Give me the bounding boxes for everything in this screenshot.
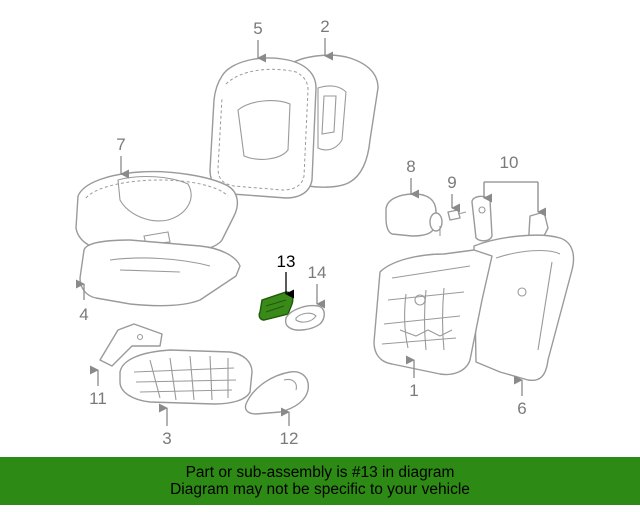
callout-10: 10 (483, 153, 547, 217)
part-5-seatback-cushion (209, 57, 317, 199)
callout-8: 8 (406, 157, 420, 199)
callout-2: 2 (320, 17, 334, 61)
svg-text:8: 8 (406, 157, 415, 176)
svg-text:3: 3 (162, 429, 171, 448)
svg-text:13: 13 (277, 252, 296, 271)
svg-text:12: 12 (280, 429, 299, 448)
callout-3: 3 (158, 403, 172, 448)
seat-parts-diagram: 1 2 3 4 5 6 7 8 9 10 11 1 (75, 17, 575, 448)
part-9-bolt (447, 209, 467, 221)
callout-14: 14 (308, 263, 327, 309)
svg-text:7: 7 (116, 135, 125, 154)
callout-7: 7 (116, 135, 130, 179)
part-12-side-trim (244, 371, 309, 415)
svg-text:9: 9 (447, 173, 456, 192)
callout-1: 1 (405, 355, 419, 400)
info-banner: Part or sub-assembly is #13 in diagram D… (0, 457, 640, 505)
callout-4: 4 (75, 279, 89, 324)
part-4-seat-base (79, 239, 241, 307)
part-1-recliner-frame (373, 249, 493, 376)
part-7-seat-cushion (75, 170, 239, 253)
banner-line-1: Part or sub-assembly is #13 in diagram (185, 464, 455, 481)
part-8-headrest (385, 193, 443, 237)
callout-13: 13 (277, 252, 296, 299)
banner-line-2: Diagram may not be specific to your vehi… (170, 481, 470, 498)
svg-text:14: 14 (308, 263, 327, 282)
svg-text:11: 11 (89, 389, 107, 408)
part-6-seatback-frame (473, 234, 575, 382)
part-14-handle-bezel (284, 304, 325, 331)
svg-text:1: 1 (409, 381, 418, 400)
svg-text:4: 4 (79, 305, 88, 324)
callout-9: 9 (447, 173, 461, 213)
callout-6: 6 (513, 375, 527, 418)
callout-11: 11 (89, 365, 107, 408)
callout-5: 5 (253, 19, 267, 63)
callout-12: 12 (280, 407, 299, 448)
svg-text:5: 5 (253, 19, 262, 38)
svg-text:6: 6 (517, 399, 526, 418)
part-11-bracket (99, 323, 163, 367)
part-3-seat-frame (119, 349, 253, 405)
svg-text:10: 10 (500, 153, 519, 172)
svg-text:2: 2 (320, 17, 329, 36)
